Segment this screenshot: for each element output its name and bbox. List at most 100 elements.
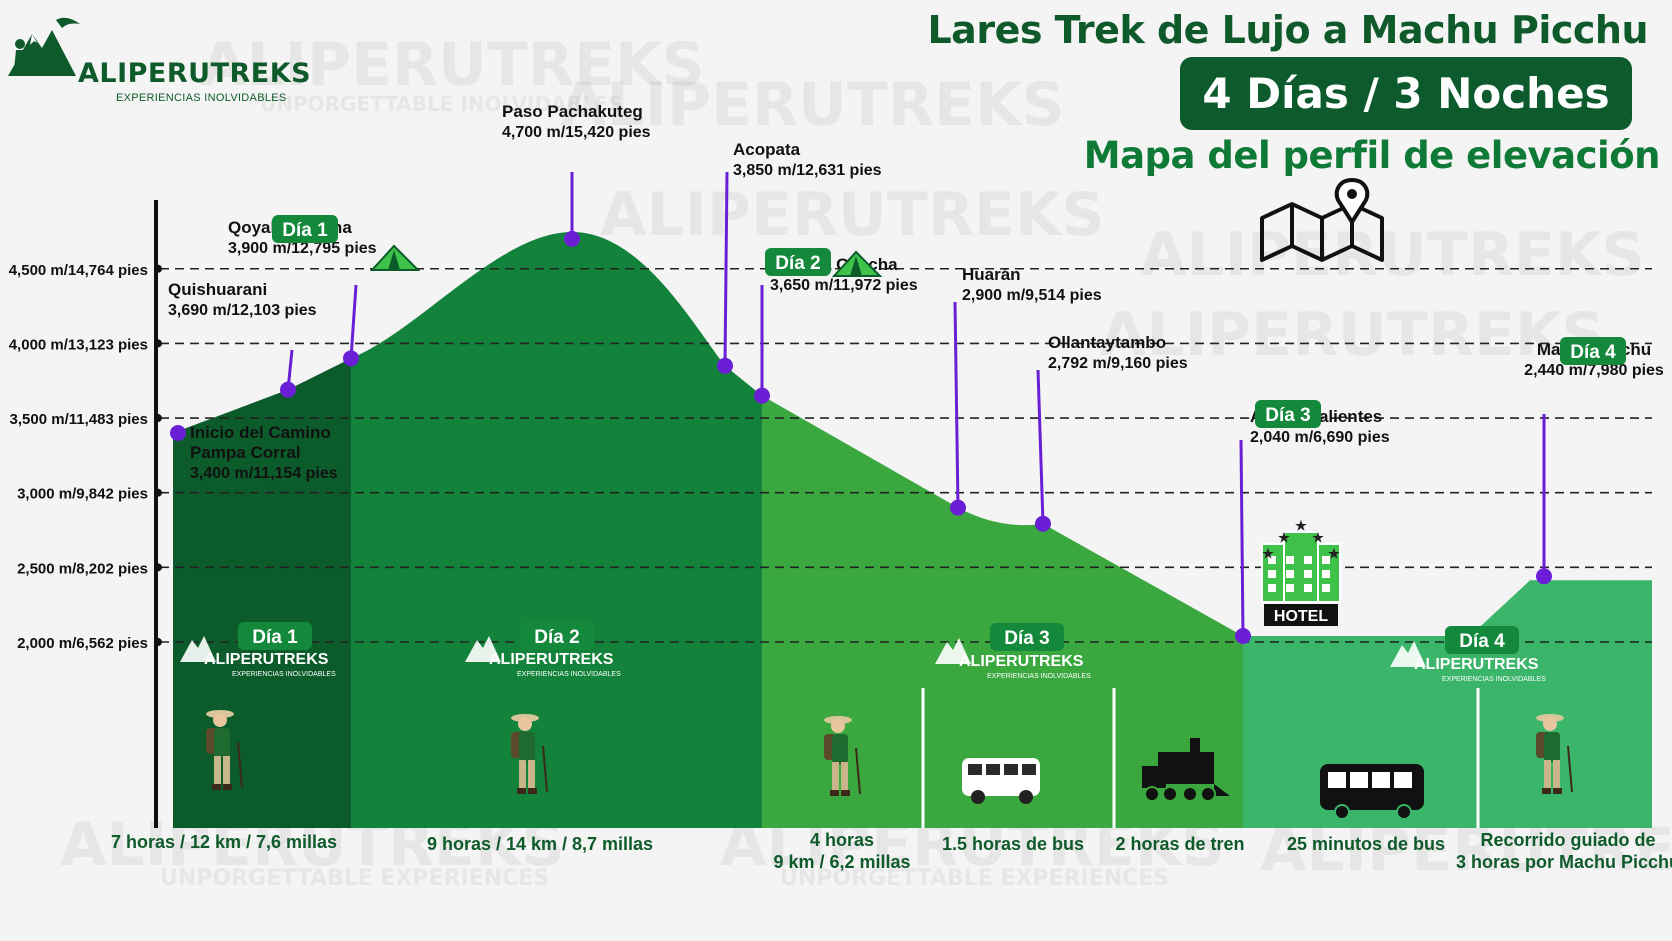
hotel-window: [1286, 556, 1294, 564]
hotel-window: [1286, 584, 1294, 592]
segment-caption: 4 horas: [810, 830, 874, 850]
hiker-leg: [1544, 760, 1551, 788]
day-tag: [272, 215, 338, 243]
band-logo-name: ALIPERUTREKS: [1414, 656, 1539, 673]
segment-caption: 9 km / 6,2 millas: [773, 852, 910, 872]
bus-wheel: [1334, 804, 1350, 820]
y-tick-dot: [154, 339, 162, 348]
band-logo-icon: [465, 636, 501, 662]
band-day-tag: [238, 622, 312, 650]
duration-badge: 4 Días / 3 Noches: [1180, 57, 1632, 130]
segment-caption: 3 horas por Machu Picchu: [1456, 852, 1672, 872]
y-tick-dot: [154, 264, 162, 273]
hiker-leg: [214, 756, 221, 784]
page-subtitle: Mapa del perfil de elevación: [1083, 134, 1661, 177]
band-logo-tagline: EXPERIENCIAS INOLVIDABLES: [1442, 676, 1546, 683]
hotel-star: ★: [1295, 518, 1307, 533]
point-label: 3,690 m/12,103 pies: [168, 302, 317, 319]
hiker-head: [1543, 717, 1557, 731]
hiker-shirt: [519, 732, 535, 762]
hiker-boot: [212, 784, 221, 790]
hiker-pole: [1567, 745, 1573, 793]
hiker-head: [213, 713, 227, 727]
train-wheel: [1162, 786, 1178, 802]
hiker-head: [831, 719, 845, 733]
logo-name: ALIPERUTREKS: [78, 58, 312, 89]
hiker-shirt: [1544, 732, 1560, 762]
hotel-window: [1322, 570, 1330, 578]
logo-tagline: EXPERIENCIAS INOLVIDABLES: [116, 92, 287, 104]
hiker-boot: [528, 788, 537, 794]
point-label: 3,650 m/11,972 pies: [770, 277, 918, 294]
hotel-window: [1322, 556, 1330, 564]
hotel-star: ★: [1328, 546, 1340, 561]
hiker-leg: [223, 756, 230, 784]
hiker-shirt: [214, 728, 230, 758]
band-day-tag-label: Día 1: [252, 627, 298, 648]
tent-door: [388, 250, 400, 270]
van-icon: [962, 758, 1040, 796]
day3-area: [762, 395, 1243, 828]
segment-caption: 7 horas / 12 km / 7,6 millas: [111, 832, 337, 852]
point-marker: [343, 350, 359, 367]
segment-caption: 1.5 horas de bus: [942, 834, 1084, 854]
van-wheel: [971, 790, 985, 804]
point-label: 3,900 m/12,795 pies: [228, 240, 377, 257]
hiker-boot: [517, 788, 526, 794]
marker-stem: [349, 284, 358, 359]
point-label: 2,900 m/9,514 pies: [962, 287, 1102, 304]
hotel-star: ★: [1278, 530, 1290, 545]
marker-stem: [1239, 439, 1245, 637]
bus-wheel: [1396, 804, 1412, 820]
y-tick-label: 3,000 m/9,842 pies: [17, 486, 148, 503]
band-day-tag-label: Día 4: [1459, 631, 1505, 652]
day-tag-label: Día 1: [282, 220, 328, 241]
page-title: Lares Trek de Lujo a Machu Picchu: [927, 8, 1648, 52]
van-window: [986, 764, 1000, 775]
y-tick-label: 3,500 m/11,483 pies: [10, 411, 148, 428]
hiker-shirt: [832, 734, 848, 764]
point-marker: [717, 357, 733, 374]
point-label: 2,040 m/6,690 pies: [1250, 429, 1390, 446]
marker-stem: [1036, 369, 1045, 524]
brand-logo: ALIPERUTREKS EXPERIENCIAS INOLVIDABLES: [6, 14, 336, 104]
y-tick-dot: [154, 638, 162, 646]
point-label: Huarán: [962, 265, 1021, 284]
marker-stem: [723, 171, 729, 366]
hotel-window: [1268, 570, 1276, 578]
hiker-boot: [223, 784, 232, 790]
day-tag: [1560, 337, 1626, 365]
marker-stem: [953, 301, 960, 508]
tent-door: [850, 256, 862, 276]
van-window: [1022, 764, 1036, 775]
hiker-pole: [855, 747, 861, 795]
point-label: Quishuarani: [168, 280, 267, 299]
train-icon: [1158, 752, 1214, 784]
point-label: 2,792 m/9,160 pies: [1048, 355, 1188, 372]
point-label: Ollantaytambo: [1048, 333, 1166, 352]
point-label: Acopata: [733, 140, 801, 159]
map-pin-icon: [1260, 178, 1384, 262]
point-label: 4,700 m/15,420 pies: [502, 124, 651, 141]
band-logo-name: ALIPERUTREKS: [204, 651, 329, 668]
point-marker: [564, 230, 580, 247]
hiker-boot: [1553, 788, 1562, 794]
segment-caption: 25 minutos de bus: [1287, 834, 1445, 854]
band-logo-icon: [180, 636, 216, 662]
band-logo-tagline: EXPERIENCIAS INOLVIDABLES: [987, 673, 1091, 680]
band-logo-icon: [1390, 641, 1426, 667]
y-tick-label: 4,500 m/14,764 pies: [9, 262, 148, 279]
y-tick-dot: [154, 488, 162, 497]
train-wheel: [1144, 786, 1160, 802]
day-tag-label: Día 3: [1265, 405, 1310, 426]
point-marker: [1536, 568, 1552, 585]
bus-window: [1372, 772, 1390, 788]
segment-caption: Recorrido guiado de: [1480, 830, 1655, 850]
band-day-tag: [520, 622, 594, 650]
band-day-tag-label: Día 2: [534, 627, 579, 648]
day2-area: [351, 232, 762, 828]
van-wheel: [1019, 790, 1033, 804]
hiker-pole: [542, 745, 548, 793]
point-label: Pampa Corral: [190, 443, 301, 462]
day-tag-label: Día 4: [1570, 342, 1616, 363]
